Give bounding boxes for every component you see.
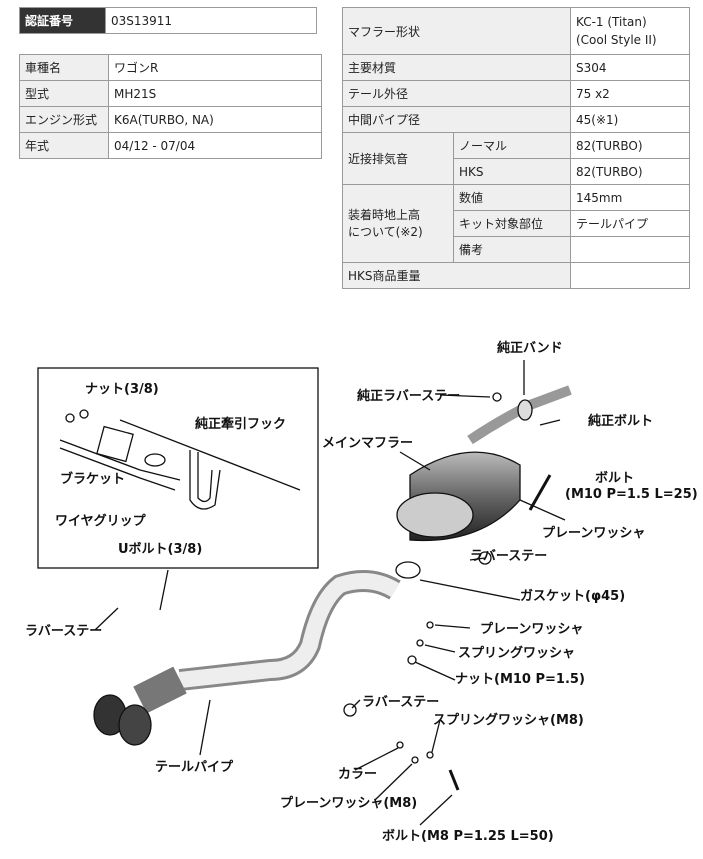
label-bolt: ボルト [595,470,634,486]
ground-note-label: 備考 [453,236,571,263]
label-spring-washer: スプリングワッシャ [458,645,575,661]
label-rubber-stay-left: ラバーステー [25,624,102,639]
noise-label: 近接排気音 [342,132,454,185]
noise-normal-value: 82(TURBO) [570,132,690,159]
engine-label: エンジン形式 [19,106,109,133]
model-name-value: ワゴンR [108,54,322,81]
label-bolt-spec: (M10 P=1.5 L=25) [565,487,698,502]
ground-part-value: テールパイプ [570,210,690,237]
nut-b [79,409,89,419]
bolt-m8 [448,769,460,791]
detail-inset-box [37,367,319,569]
material-label: 主要材質 [342,54,571,81]
label-bracket: ブラケット [60,471,125,487]
year-value: 04/12 - 07/04 [108,132,322,159]
oem-band [517,399,533,421]
label-oem-rubber-stay: 純正ラバーステー [357,388,460,404]
label-oem-band: 純正バンド [497,340,563,356]
pipe-label: 中間パイプ径 [342,106,571,133]
cert-table: 認証番号 03S13911 [19,7,317,34]
wire-grip [144,453,166,467]
spring-washer [416,639,424,647]
bolt-m10 [528,474,552,511]
ground-value: 145mm [570,184,690,211]
gasket [395,561,421,579]
label-nut-m10: ナット(M10 P=1.5) [455,672,585,687]
noise-hks-value: 82(TURBO) [570,158,690,185]
shape-label: マフラー形状 [342,7,571,55]
label-plain-washer-m8: プレーンワッシャ(M8) [280,796,417,811]
noise-normal-label: ノーマル [453,132,571,159]
muffler-face [396,492,474,538]
label-oem-bolt: 純正ボルト [588,413,653,429]
label-ubolt: Uボルト(3/8) [118,541,202,557]
leader-inset [159,569,169,611]
oem-rubber-stay [492,392,502,402]
label-wire-grip: ワイヤグリップ [55,513,147,529]
cert-value: 03S13911 [105,7,317,34]
plain-washer-m8 [411,756,419,764]
weight-value [570,262,690,289]
bracket-plate [96,425,134,463]
engine-value: K6A(TURBO, NA) [108,106,322,133]
label-main-muffler: メインマフラー [322,436,413,451]
label-plain-washer: プレーンワッシャ [542,526,645,541]
label-tow-hook: 純正牽引フック [195,416,286,432]
label-plain-washer2: プレーンワッシャ [480,622,583,637]
material-value: S304 [570,54,690,81]
bracket-arm [59,439,181,481]
cert-label: 認証番号 [19,7,106,34]
collar [396,741,404,749]
label-rubber-stay-mid: ラバーステー [470,549,547,564]
weight-label: HKS商品重量 [342,262,571,289]
tail-tip-2 [118,704,152,746]
label-spring-washer-m8: スプリングワッシャ(M8) [433,712,584,728]
nut-m10 [407,655,417,665]
label-gasket: ガスケット(φ45) [520,589,625,604]
label-rubber-stay-low: ラバーステー [362,695,439,710]
model-name-label: 車種名 [19,54,109,81]
label-bolt-m8: ボルト(M8 P=1.25 L=50) [382,828,554,844]
nut-a [65,413,75,423]
rubber-stay-mid [478,551,492,565]
shape-value: KC-1 (Titan)(Cool Style II) [570,7,690,55]
plain-washer [426,621,434,629]
chassis-line [119,419,301,491]
tail-value: 75 x2 [570,80,690,107]
type-label: 型式 [19,80,109,107]
tow-hook [189,450,221,510]
label-tail-pipe: テールパイプ [155,760,234,775]
ground-label: 装着時地上高について(※2) [342,184,454,263]
type-value: MH21S [108,80,322,107]
label-collar: カラー [338,767,377,782]
spring-washer-m8 [426,751,434,759]
rubber-stay-low [343,703,357,717]
ground-note-value [570,236,690,263]
tail-label: テール外径 [342,80,571,107]
label-nut38: ナット(3/8) [85,382,159,397]
year-label: 年式 [19,132,109,159]
